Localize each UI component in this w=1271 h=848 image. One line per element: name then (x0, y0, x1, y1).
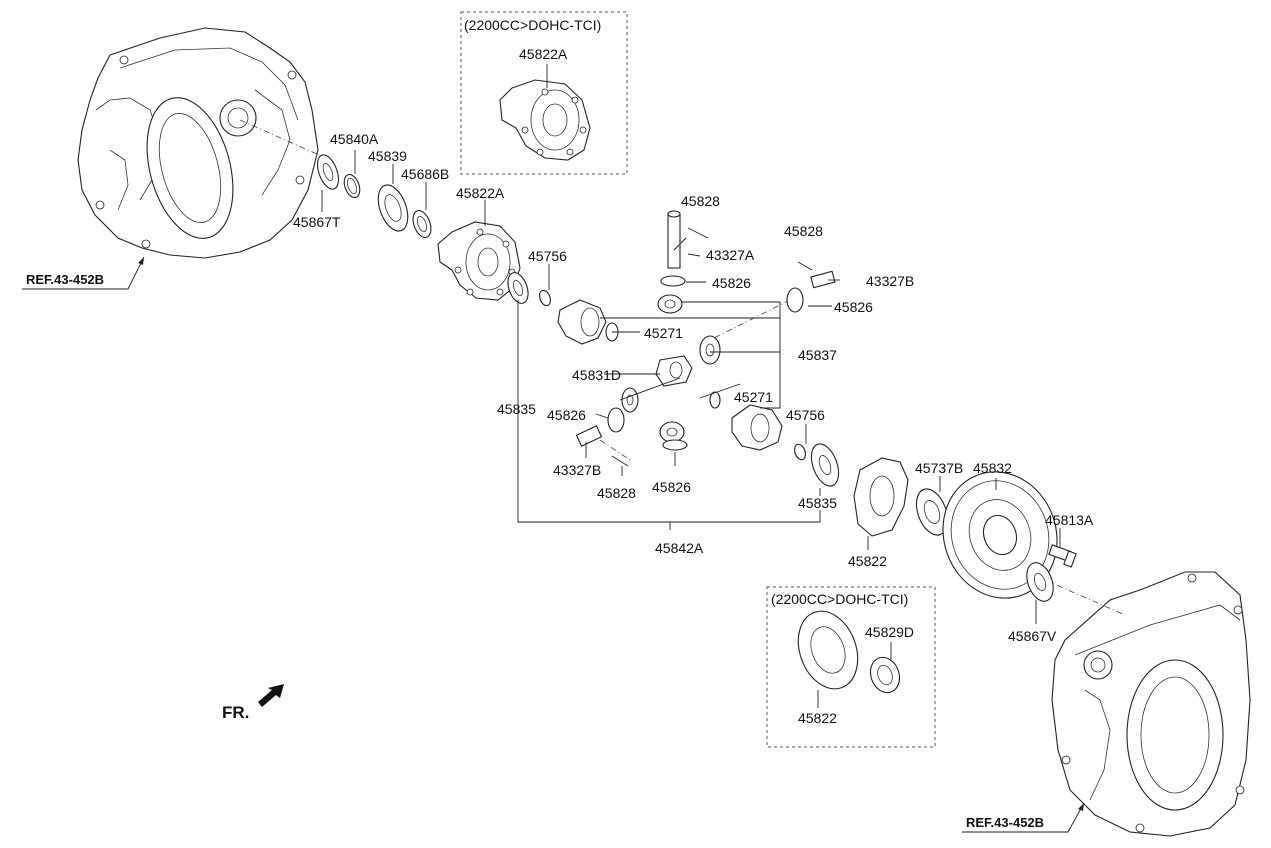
axis-line-right (1044, 579, 1126, 616)
label-45829D[interactable]: 45829D (865, 624, 914, 640)
bearing-45839-icon (377, 184, 409, 232)
transmission-case-right (1051, 571, 1251, 837)
label-45756-b[interactable]: 45756 (786, 407, 825, 423)
pinion-shaft-43327B-a-icon (810, 270, 836, 289)
transmission-case-left (77, 27, 319, 259)
snap-ring-45756-b-icon (794, 443, 806, 461)
axis-line-left (239, 119, 336, 163)
label-45837[interactable]: 45837 (798, 347, 837, 363)
label-43327B-b[interactable]: 43327B (553, 462, 601, 478)
label-45826-b[interactable]: 45826 (834, 299, 873, 315)
label-45835-a[interactable]: 45835 (497, 401, 536, 417)
label-45822-b[interactable]: 45822 (798, 710, 837, 726)
pinion-gear-top-icon (657, 294, 683, 314)
front-arrow-icon (258, 684, 284, 707)
label-45842A[interactable]: 45842A (655, 540, 704, 556)
ref-right-arrow-icon (1078, 803, 1084, 811)
bearing-45737B-icon (915, 488, 949, 536)
diff-flange-45822-icon (853, 457, 909, 537)
label-45831D[interactable]: 45831D (572, 367, 621, 383)
label-45686B[interactable]: 45686B (401, 166, 449, 182)
seal-45840A-icon (343, 173, 361, 199)
option-box-bottom-title: (2200CC>DOHC-TCI) (771, 591, 908, 607)
thrust-washer-45867V-icon (1026, 562, 1054, 602)
ref-left-arrow-icon (138, 257, 144, 265)
side-gear-right-icon (709, 391, 783, 451)
snap-ring-45756-a-icon (539, 289, 551, 307)
pinion-gear-bottom-icon (659, 421, 685, 443)
option-box-top-title: (2200CC>DOHC-TCI) (464, 17, 601, 33)
bolt-45813A-icon (1048, 544, 1077, 568)
washer-45826-right-icon (786, 287, 804, 313)
ref-left-leader (22, 256, 145, 290)
label-45813A[interactable]: 45813A (1045, 512, 1094, 528)
label-45828-b[interactable]: 45828 (784, 223, 823, 239)
label-45271-b[interactable]: 45271 (734, 389, 773, 405)
pinion-gear-right-icon (699, 335, 721, 365)
pinion-shaft-43327A-icon (667, 210, 681, 269)
label-45832[interactable]: 45832 (973, 460, 1012, 476)
label-43327B-a[interactable]: 43327B (866, 273, 914, 289)
label-45826-d[interactable]: 45826 (652, 479, 691, 495)
diff-case-main-icon (437, 221, 521, 301)
label-45826-a[interactable]: 45826 (712, 275, 751, 291)
label-45756-a[interactable]: 45756 (528, 248, 567, 264)
label-45737B[interactable]: 45737B (915, 460, 963, 476)
pinion-shaft-43327B-b-icon (575, 425, 603, 447)
label-45822A-main[interactable]: 45822A (456, 185, 505, 201)
label-45839[interactable]: 45839 (368, 148, 407, 164)
option-box-top: (2200CC>DOHC-TCI) (460, 11, 628, 175)
thrust-washer-45835-a-icon (507, 272, 529, 304)
bearing-cup-45686B-icon (412, 210, 432, 238)
lock-pin-45828-c-icon (611, 455, 629, 467)
ref-left-label[interactable]: REF.43-452B (26, 272, 104, 287)
pinion-gear-left-icon (621, 387, 639, 413)
label-45867T[interactable]: 45867T (293, 214, 341, 230)
thrust-washer-45835-b-icon (810, 443, 840, 487)
pinion-block-45831D-icon (655, 355, 693, 387)
diff-flange-option-icon (797, 610, 859, 690)
label-45271-a[interactable]: 45271 (644, 325, 683, 341)
washer-45826-top-icon (660, 275, 686, 287)
label-45826-c[interactable]: 45826 (547, 407, 586, 423)
ref-right-label[interactable]: REF.43-452B (966, 815, 1044, 830)
thrust-washer-45867T-icon (316, 154, 340, 190)
label-45828-c[interactable]: 45828 (597, 485, 636, 501)
label-45835-b[interactable]: 45835 (798, 495, 837, 511)
lock-pin-45828-b-icon (797, 261, 813, 271)
lock-pin-45828-a-icon (687, 227, 709, 239)
washer-45826-left-icon (607, 407, 625, 433)
ref-right-leader (962, 802, 1085, 833)
label-43327A[interactable]: 43327A (706, 247, 755, 263)
label-45822-a[interactable]: 45822 (848, 553, 887, 569)
bracket-45842A (517, 300, 821, 523)
axis-line-shaft (599, 439, 631, 461)
label-45840A[interactable]: 45840A (330, 131, 379, 147)
label-45867V[interactable]: 45867V (1008, 628, 1057, 644)
diff-case-option-icon (499, 79, 591, 161)
front-direction-label: FR. (222, 703, 249, 722)
option-box-bottom: (2200CC>DOHC-TCI) (766, 586, 936, 748)
label-45828-a[interactable]: 45828 (681, 193, 720, 209)
side-gear-left-icon (557, 299, 619, 345)
washer-45826-bottom-icon (662, 439, 688, 451)
label-45822A-box[interactable]: 45822A (519, 46, 568, 62)
bearing-45829D-icon (869, 656, 901, 694)
